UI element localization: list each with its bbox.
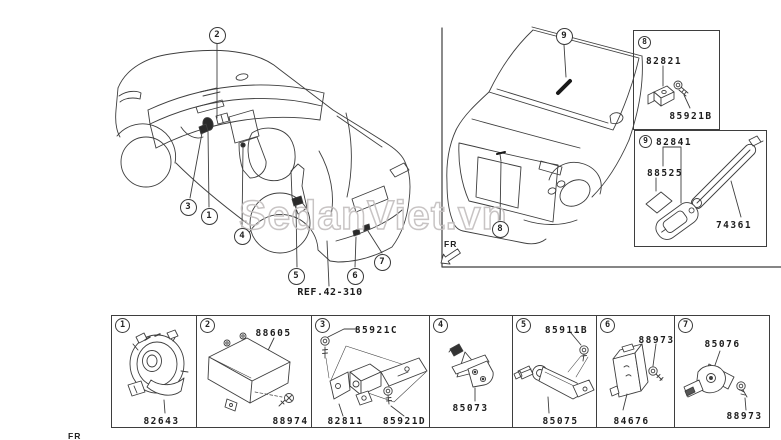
detail-box-9: 9 82841 88525 74361 (634, 130, 767, 247)
front-car-drawing (440, 26, 781, 268)
part-label-82821: 82821 (645, 56, 683, 67)
cell-3-callout: 3 (315, 318, 330, 333)
cell-6-drawing (609, 343, 664, 411)
callout-1: 1 (200, 207, 218, 225)
cell-4-drawing (448, 343, 494, 402)
detail-box-9-drawing (645, 135, 764, 240)
callout-5: 5 (287, 267, 305, 285)
cell-1-callout: 1 (115, 318, 130, 333)
parts-cell-3: 3 (312, 316, 430, 427)
detail-box-8-drawing (647, 65, 691, 109)
callout-9: 9 (555, 27, 573, 45)
cell-1-drawing (127, 329, 189, 414)
cell-6-callout: 6 (600, 318, 615, 333)
cell-7-drawing (683, 350, 748, 411)
detail-box-9-callout: 9 (639, 135, 652, 148)
fr-direction-label-left: FR (68, 431, 82, 440)
callout-2: 2 (208, 26, 226, 44)
parts-cell-1: 1 (112, 316, 197, 427)
parts-cell-6: 6 (597, 316, 675, 427)
side-car-drawing (115, 43, 411, 287)
parts-cell-7: 7 (675, 316, 769, 427)
parts-cell-5: 5 (513, 316, 597, 427)
cell-5-callout: 5 (516, 318, 531, 333)
cell-3-drawing (320, 328, 428, 417)
callout-4: 4 (233, 227, 251, 245)
cell-2-callout: 2 (200, 318, 215, 333)
cell-5-drawing (513, 332, 595, 414)
cell-2-drawing (207, 332, 294, 412)
cell-7-callout: 7 (678, 318, 693, 333)
parts-cell-2: 2 (197, 316, 312, 427)
detail-box-8: 8 82821 85921B (633, 30, 720, 130)
parts-grid: 1 2 3 4 5 6 7 (111, 315, 770, 428)
detail-box-8-callout: 8 (638, 36, 651, 49)
part-label-82841: 82841 (655, 137, 693, 148)
callout-8: 8 (491, 220, 509, 238)
part-label-85921B: 85921B (669, 111, 713, 122)
cell-4-callout: 4 (433, 318, 448, 333)
callout-7: 7 (373, 253, 391, 271)
callout-6: 6 (346, 267, 364, 285)
part-label-88525: 88525 (646, 168, 684, 179)
ref-label: REF.42-310 (297, 287, 363, 298)
part-label-74361: 74361 (715, 220, 753, 231)
parts-cell-4: 4 (430, 316, 513, 427)
fr-direction-label-front: FR (444, 239, 458, 249)
callout-3: 3 (179, 198, 197, 216)
